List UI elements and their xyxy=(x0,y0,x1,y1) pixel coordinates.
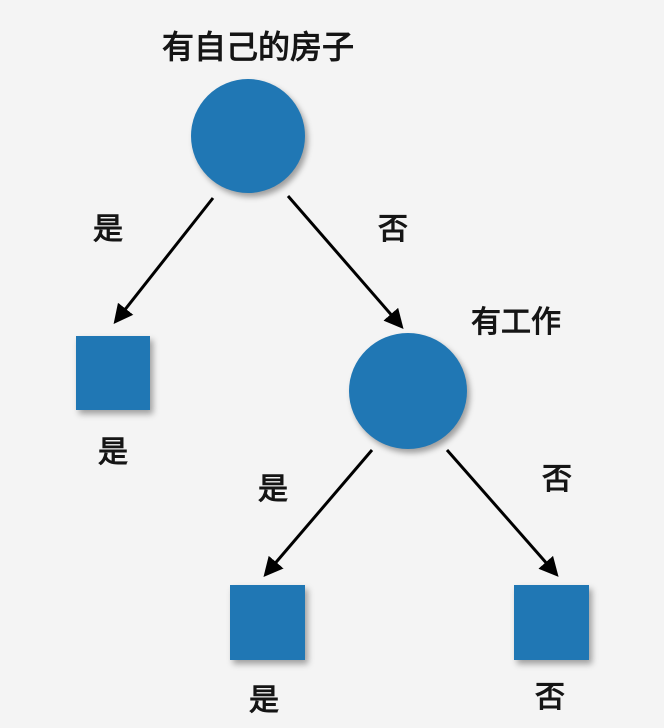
edge-label-root-yes: 是 xyxy=(93,212,123,247)
root-node-circle xyxy=(191,79,305,193)
edge-arrow-root-to-house-yes xyxy=(113,197,215,325)
leaf-label-job-no: 否 xyxy=(535,680,565,715)
leaf-label-house-yes: 是 xyxy=(98,435,128,470)
edge-label-root-no: 否 xyxy=(378,212,408,247)
leaf-label-job-yes: 是 xyxy=(249,683,279,718)
edge-label-job-yes: 是 xyxy=(258,472,288,507)
leaf-node-house-yes-square xyxy=(76,336,150,410)
node-label-root: 有自己的房子 xyxy=(161,28,355,66)
leaf-node-job-no-square xyxy=(514,585,589,660)
edge-label-job-no: 否 xyxy=(542,462,572,497)
edge-arrow-job-to-yes xyxy=(263,449,374,577)
job-node-circle xyxy=(349,333,467,449)
edge-arrow-job-to-no xyxy=(445,449,559,577)
node-label-job: 有工作 xyxy=(471,305,561,340)
leaf-node-job-yes-square xyxy=(230,585,305,660)
